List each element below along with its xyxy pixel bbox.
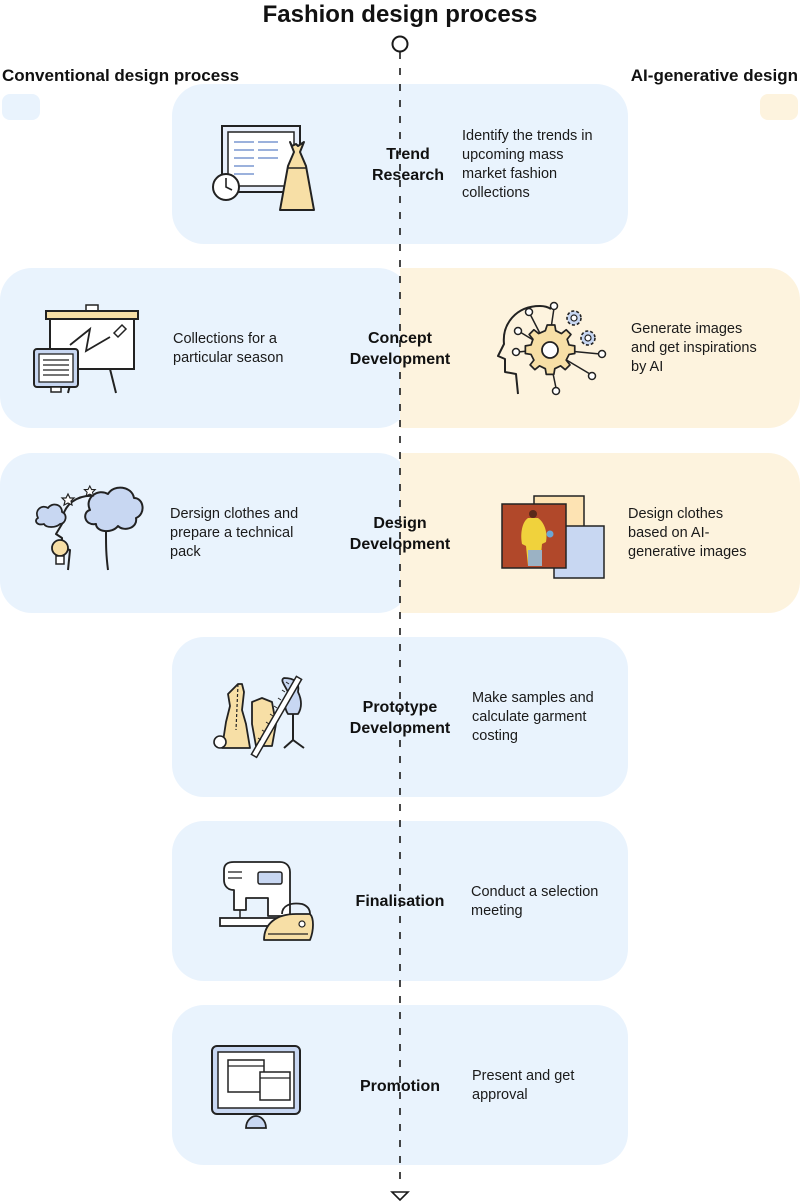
thinking-head-clouds-icon xyxy=(35,484,144,571)
trend-research-desc: Identify the trends in upcoming mass mar… xyxy=(462,128,593,201)
ai-image-cards-icon xyxy=(501,495,605,579)
stage-name-trend-research: Trend Research xyxy=(371,146,445,184)
presentation-board-icon xyxy=(33,304,139,394)
ai-generative-label: AI-generative design xyxy=(630,66,798,85)
ai-head-gears-icon xyxy=(497,301,607,396)
design-development-conventional-box xyxy=(0,453,410,613)
conventional-legend-swatch xyxy=(2,94,40,120)
concept-development-ai-box xyxy=(400,268,800,428)
design-development-conventional-desc: Dersign clothes and prepare a technical … xyxy=(170,506,299,560)
prototype-development-desc: Make samples and calculate garment costi… xyxy=(472,690,594,744)
concept-development-ai-desc: Generate images and get inspirations by … xyxy=(631,321,757,375)
stage-name-promotion: Promotion xyxy=(360,1078,440,1095)
sewing-machine-iron-icon xyxy=(219,861,314,941)
stage-name-concept-development: Concept Development xyxy=(349,330,451,368)
finalisation-desc: Conduct a selection meeting xyxy=(471,884,599,919)
design-development-ai-desc: Design clothes based on AI- generative i… xyxy=(628,506,747,560)
stage-name-design-development: Design Development xyxy=(349,515,451,553)
timeline-end-arrow xyxy=(390,1191,410,1202)
monitor-windows-icon xyxy=(211,1045,301,1129)
trend-board-dress-icon xyxy=(212,125,315,211)
stage-name-finalisation: Finalisation xyxy=(355,893,445,910)
ai-legend-swatch xyxy=(760,94,798,120)
diagram-title: Fashion design process xyxy=(262,1,538,28)
stage-name-prototype-development: Prototype Development xyxy=(349,699,451,737)
pattern-mannequin-icon xyxy=(213,675,305,759)
promotion-desc: Present and get approval xyxy=(472,1068,575,1103)
conventional-process-label: Conventional design process xyxy=(2,66,240,85)
concept-development-conventional-desc: Collections for a particular season xyxy=(173,331,284,366)
timeline-start-circle xyxy=(391,35,409,53)
